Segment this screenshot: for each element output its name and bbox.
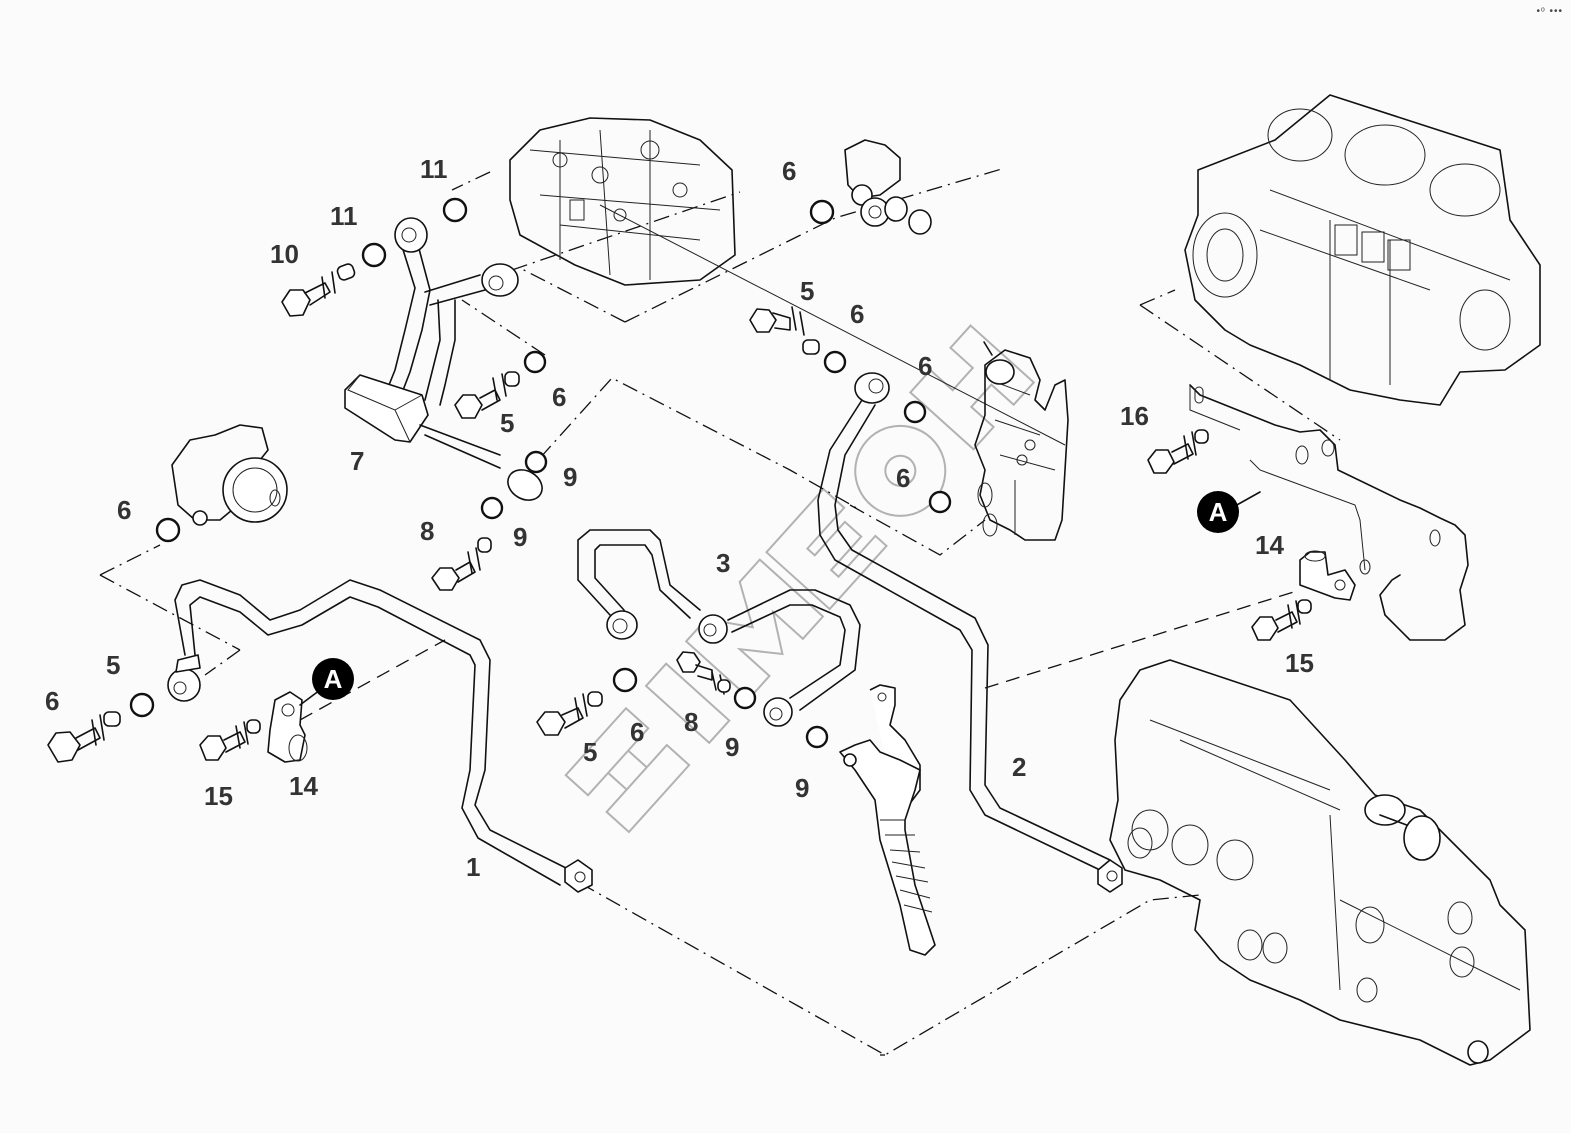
cylinder-head-section xyxy=(509,117,736,286)
injector xyxy=(839,684,936,956)
callout-a-right-label: A xyxy=(1209,497,1228,527)
banjo-bolt-8 xyxy=(431,537,492,591)
assembly-lines xyxy=(99,167,1341,1056)
part-label: 5 xyxy=(583,737,597,767)
part-label: 5 xyxy=(800,276,814,306)
part-label: 6 xyxy=(552,382,566,412)
clamp-assembly-right xyxy=(1147,429,1356,641)
banjo-bolt-10 xyxy=(281,263,356,317)
banjo-bolt-8-center xyxy=(676,651,731,695)
banjo-bolt-5-center xyxy=(536,691,603,736)
part-label: 6 xyxy=(896,463,910,493)
corner-mark-icon: •ᵒ ••• xyxy=(1536,6,1563,17)
banjo-pipe-assembly xyxy=(281,197,548,591)
part-label: 11 xyxy=(330,201,358,231)
distribution-block-7 xyxy=(344,374,501,469)
part-label: 15 xyxy=(204,781,233,811)
injection-pump xyxy=(903,341,1069,541)
banjo-bolt-5 xyxy=(454,371,520,419)
part-label: 6 xyxy=(918,351,932,381)
part-label: 6 xyxy=(45,686,59,716)
banjo-bolt-5-top xyxy=(749,306,820,355)
part-label: 5 xyxy=(500,408,514,438)
part-label: 6 xyxy=(782,156,796,186)
clamp-assembly-left xyxy=(199,691,308,763)
part-label: 9 xyxy=(725,732,739,762)
part-label: 6 xyxy=(630,717,644,747)
part-label: 10 xyxy=(270,239,299,269)
fuel-feed-pump xyxy=(155,424,288,543)
fuel-pipe-1 xyxy=(47,579,593,893)
part-label: 8 xyxy=(420,516,434,546)
callout-a-left-label: A xyxy=(324,664,343,694)
part-label: 6 xyxy=(117,495,131,525)
part-label: 9 xyxy=(563,462,577,492)
part-label: 16 xyxy=(1120,401,1149,431)
part-label: 15 xyxy=(1285,648,1314,678)
part-label: 5 xyxy=(106,650,120,680)
callout-a-right: A xyxy=(1197,491,1261,533)
fuel-filter-head xyxy=(809,139,932,235)
part-label: 9 xyxy=(513,522,527,552)
cylinder-head-cover xyxy=(1109,659,1531,1066)
fuel-pipe-2 xyxy=(749,306,1123,893)
pipe-bracket xyxy=(1189,384,1469,641)
part-label: 7 xyxy=(350,446,364,476)
engine-block xyxy=(1184,94,1541,406)
watermark xyxy=(564,324,1036,834)
part-label: 14 xyxy=(1255,530,1284,560)
fuel-pipe-3 xyxy=(536,529,861,749)
part-label: 14 xyxy=(289,771,318,801)
banjo-bolt-5-left xyxy=(47,711,121,763)
part-label: 6 xyxy=(850,299,864,329)
part-label: 3 xyxy=(716,548,730,578)
part-label: 8 xyxy=(684,707,698,737)
part-label: 2 xyxy=(1012,752,1026,782)
part-labels: 11 11 10 6 5 6 6 5 7 9 6 6 8 9 16 14 3 6… xyxy=(45,154,1314,882)
part-label: 9 xyxy=(795,773,809,803)
part-label: 11 xyxy=(420,154,448,184)
part-label: 1 xyxy=(466,852,480,882)
callout-a-left: A xyxy=(299,658,354,706)
